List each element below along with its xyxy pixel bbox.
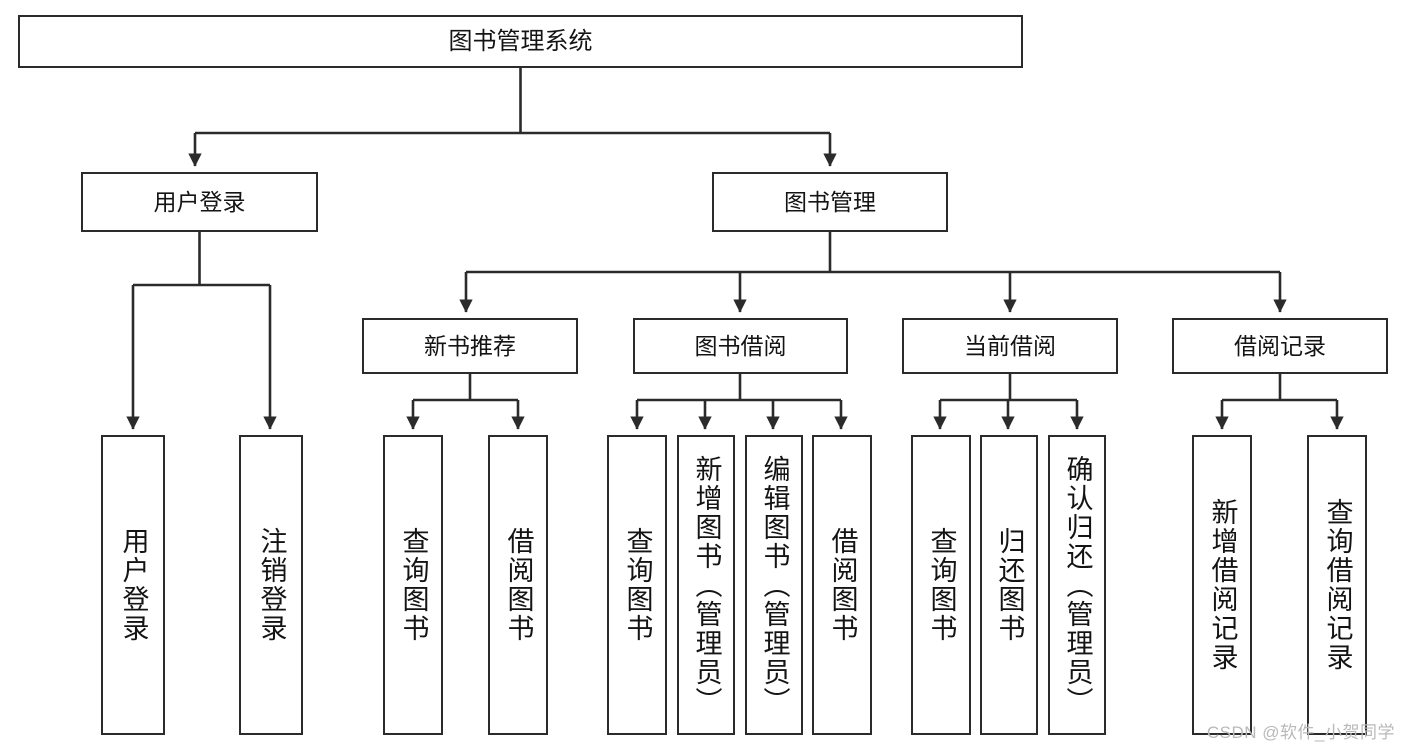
leaf-query-book-2[interactable]: 查询图书	[607, 435, 667, 735]
leaf-query-borrow-record[interactable]: 查询借阅记录	[1307, 435, 1367, 735]
node-book-manage[interactable]: 图书管理	[712, 172, 948, 232]
leaf-add-book-admin[interactable]: 新增图书（管理员）	[677, 435, 735, 735]
node-new-book-recommend[interactable]: 新书推荐	[362, 318, 578, 374]
leaf-borrow-book-1[interactable]: 借阅图书	[488, 435, 548, 735]
leaf-confirm-return-admin[interactable]: 确认归还（管理员）	[1048, 435, 1106, 735]
node-book-borrow[interactable]: 图书借阅	[633, 318, 848, 374]
leaf-borrow-book-2[interactable]: 借阅图书	[812, 435, 872, 735]
leaf-return-book[interactable]: 归还图书	[980, 435, 1038, 735]
node-borrow-record[interactable]: 借阅记录	[1172, 318, 1388, 374]
leaf-edit-book-admin[interactable]: 编辑图书（管理员）	[745, 435, 803, 735]
csdn-watermark: CSDN @软件_小贺同学	[1206, 723, 1395, 742]
node-current-borrow[interactable]: 当前借阅	[902, 318, 1118, 374]
node-user-login[interactable]: 用户登录	[81, 172, 318, 232]
leaf-query-book-3[interactable]: 查询图书	[911, 435, 971, 735]
node-root[interactable]: 图书管理系统	[18, 15, 1023, 68]
leaf-add-borrow-record[interactable]: 新增借阅记录	[1192, 435, 1252, 735]
leaf-logout[interactable]: 注销登录	[239, 435, 303, 735]
leaf-user-login[interactable]: 用户登录	[101, 435, 165, 735]
leaf-query-book-1[interactable]: 查询图书	[383, 435, 443, 735]
